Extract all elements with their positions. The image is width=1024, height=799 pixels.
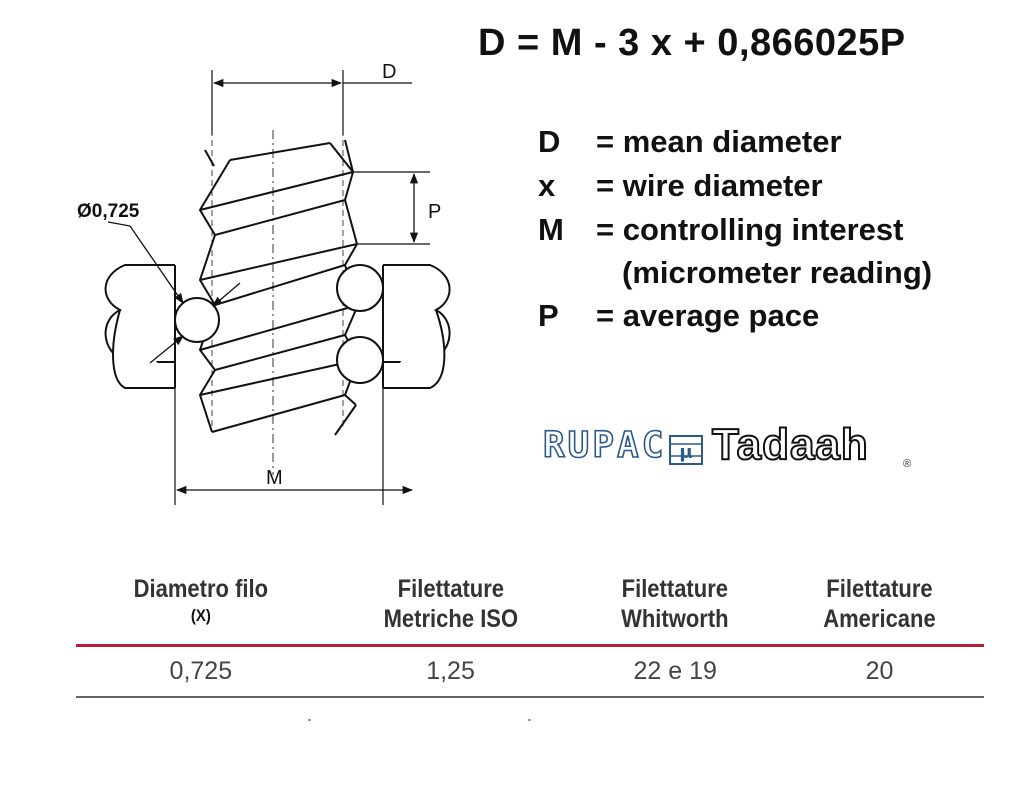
registered-mark: ® <box>903 458 912 470</box>
table-cell: 0,725 <box>76 645 326 698</box>
rupac-logo: RUPAC <box>542 424 667 467</box>
header-metric-iso: Filettature Metriche ISO <box>383 575 518 633</box>
header-wire-diameter: Diametro filo (X) <box>133 575 269 625</box>
header-whitworth: Filettature Whitworth <box>621 575 729 633</box>
decorative-dot <box>308 719 311 721</box>
table-cell: 22 e 19 <box>575 645 776 698</box>
legend-definition: = mean diameter <box>596 124 842 159</box>
thread-measurement-diagram: D P M <box>77 61 451 505</box>
dimension-p-label: P <box>428 201 441 223</box>
legend-symbol: x <box>538 168 556 203</box>
decorative-dot <box>528 719 531 721</box>
wire-leader <box>129 225 184 304</box>
legend-definition: = controlling interest <box>596 212 904 247</box>
formula: D = M - 3 x + 0,866025P <box>478 22 906 64</box>
wire-left <box>174 297 220 343</box>
legend-symbol: D <box>538 124 561 159</box>
table-cell: 1,25 <box>325 645 576 698</box>
legend-definition: (micrometer reading) <box>622 255 933 290</box>
right-anvil <box>382 264 451 389</box>
wire-diameter-label: Ø0,725 <box>77 201 140 222</box>
thread-profile <box>198 139 360 436</box>
legend-definition: = wire diameter <box>596 168 823 203</box>
left-anvil <box>104 264 176 389</box>
header-american: Filettature Americane <box>823 575 936 633</box>
table-cell: 20 <box>775 645 984 698</box>
table-row: 0,725 1,25 22 e 19 20 <box>76 645 984 698</box>
wire-right-bottom <box>336 336 384 384</box>
legend-definition: = average pace <box>596 298 820 333</box>
legend-symbol: M <box>538 212 564 247</box>
legend-symbol: P <box>538 298 559 333</box>
tadaah-logo: Tadaah <box>711 419 869 470</box>
table-header-row: Diametro filo (X) Filettature Metriche I… <box>76 574 984 646</box>
wire-spec-table: Diametro filo (X) Filettature Metriche I… <box>76 574 984 698</box>
wire-right-top <box>336 264 384 312</box>
svg-text:μ: μ <box>679 442 692 463</box>
dimension-d-label: D <box>382 61 396 83</box>
dimension-m-label: M <box>266 467 283 489</box>
rupac-mu-icon: μ <box>669 435 703 465</box>
